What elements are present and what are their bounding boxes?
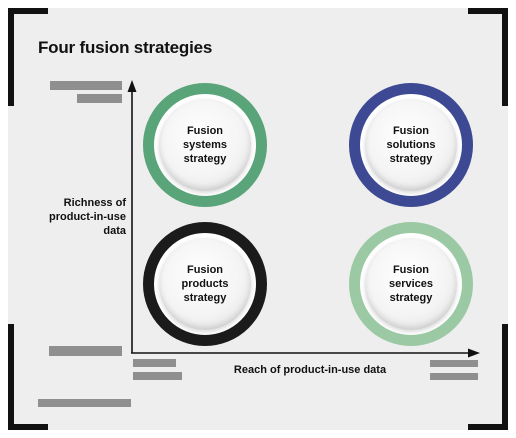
x-axis-arrow: [468, 348, 480, 358]
placeholder-bar: [133, 359, 176, 367]
fusion-products-circle: Fusion products strategy: [143, 222, 267, 346]
strategy-label: Fusion services strategy: [388, 264, 434, 304]
placeholder-bar: [133, 372, 182, 380]
x-axis-label: Reach of product-in-use data: [233, 364, 387, 376]
y-axis-label: Richness of product-in-use data: [49, 197, 126, 237]
circle-center: Fusion systems strategy: [159, 99, 251, 191]
corner-bottom-left-horizontal: [8, 424, 48, 430]
circle-center: Fusion products strategy: [159, 238, 251, 330]
diagram-title: Four fusion strategies: [38, 38, 213, 57]
strategy-label: Fusion products strategy: [181, 264, 229, 304]
diagram-background: [8, 8, 508, 430]
placeholder-bar: [38, 399, 131, 407]
strategy-label: Fusion solutions strategy: [386, 125, 436, 165]
placeholder-bar: [77, 94, 122, 103]
corner-bottom-right-vertical: [502, 324, 508, 430]
fusion-solutions-circle: Fusion solutions strategy: [349, 83, 473, 207]
placeholder-bar: [49, 346, 122, 356]
placeholder-bar: [430, 373, 478, 380]
corner-top-left-horizontal: [8, 8, 48, 14]
fusion-systems-circle: Fusion systems strategy: [143, 83, 267, 207]
corner-top-left-vertical: [8, 8, 14, 106]
circle-center: Fusion services strategy: [365, 238, 457, 330]
corner-bottom-left-vertical: [8, 324, 14, 430]
strategy-label: Fusion systems strategy: [182, 125, 228, 165]
placeholder-bar: [430, 360, 478, 367]
corner-bottom-right-horizontal: [468, 424, 508, 430]
circle-center: Fusion solutions strategy: [365, 99, 457, 191]
corner-top-right-horizontal: [468, 8, 508, 14]
placeholder-bar: [50, 81, 122, 90]
fusion-services-circle: Fusion services strategy: [349, 222, 473, 346]
corner-top-right-vertical: [502, 8, 508, 106]
y-axis-arrow: [127, 80, 137, 92]
